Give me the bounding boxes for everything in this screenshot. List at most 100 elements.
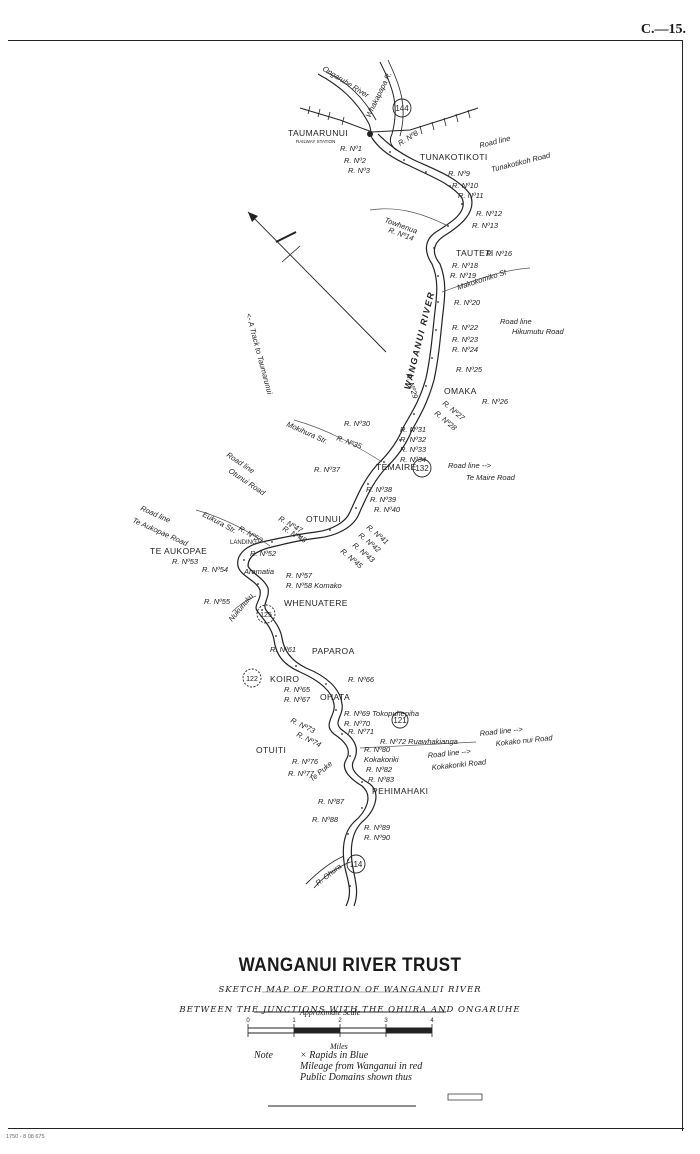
place-taumarunui: TAUMARUNUI — [288, 128, 348, 138]
rapid-12: R. Nº12 — [476, 209, 503, 218]
scale-tick-1: 1 — [292, 1018, 296, 1024]
ongaruhe-river-label: Ongaruhe River — [321, 64, 371, 100]
rapid-13: R. Nº13 — [472, 221, 499, 230]
nukunuku-stream — [231, 595, 257, 613]
print-reference: 1750 - 8 08 675 — [6, 1134, 45, 1140]
rapid-18: R. Nº18 — [452, 261, 479, 270]
mileage-114: 114 — [350, 860, 363, 869]
rapid-22: R. Nº22 — [452, 323, 479, 332]
legend-note: Note × Rapids in Blue Mileage from Wanga… — [254, 1050, 422, 1083]
north-arrow — [247, 211, 387, 353]
rapid-52: R. Nº52 — [250, 549, 277, 558]
mileage-132: 132 — [415, 464, 429, 473]
rapid-88: R. Nº88 — [312, 815, 339, 824]
road-kokako — [359, 741, 477, 749]
road-kokakoriki-line: Road line --> — [427, 746, 471, 760]
rapid-53: R. Nº53 — [172, 557, 199, 566]
rapid-77: R. Nº77 — [288, 769, 315, 778]
road-hikumutu-line: Road line — [500, 317, 532, 326]
road-temaire-name: Te Maire Road — [466, 473, 516, 482]
rapid-32: R. Nº32 — [400, 435, 427, 444]
rapid-55: R. Nº55 — [204, 597, 231, 606]
note-line-mileage: Mileage from Wanganui in red — [300, 1061, 423, 1072]
rapid-2: R. Nº2 — [344, 156, 367, 165]
map-frame — [8, 40, 683, 1131]
place-temaire: TEMAIRE — [376, 462, 417, 472]
map-subtitle-1: SKETCH MAP OF PORTION OF WANGANUI RIVER — [218, 985, 482, 995]
rapid-89: R. Nº89 — [364, 823, 391, 832]
title-block: WANGANUI RIVER TRUST SKETCH MAP OF PORTI… — [140, 955, 560, 1015]
note-label: Note — [254, 1050, 273, 1061]
wanganui-river-bank-west — [237, 137, 464, 907]
place-omaka: OMAKA — [444, 386, 477, 396]
mileage-125: 125 — [260, 612, 272, 619]
rapid-66: R. Nº66 — [348, 675, 375, 684]
place-te-aukopae: TE AUKOPAE — [150, 546, 207, 556]
road-tunakotikoti-name: Tunakotikoh Road — [490, 150, 552, 174]
rapid-67: R. Nº67 — [284, 695, 311, 704]
rapid-80-kokakoriki: Kokakoriki — [364, 755, 399, 764]
road-tunakotikoti-line: Road line — [478, 134, 511, 150]
mokihua-stream — [293, 419, 383, 463]
stream-euhura: Eukura Str. — [201, 510, 238, 535]
track-to-taumarunui: <- A Track to Taumarunui — [244, 312, 274, 395]
stream-aramatia: Aramatia — [243, 567, 274, 576]
rapid-37: R. Nº37 — [314, 465, 341, 474]
railway-line — [299, 107, 479, 133]
place-whenuatere: WHENUATERE — [284, 598, 348, 608]
rapid-24: R. Nº24 — [452, 345, 478, 354]
rapid-1: R. Nº1 — [340, 144, 362, 153]
makokomiko-stream — [441, 267, 531, 293]
rapid-30: R. Nº30 — [344, 419, 371, 428]
rapid-65: R. Nº65 — [284, 685, 311, 694]
place-tunakotikoti: TUNAKOTIKOTI — [420, 152, 488, 162]
scale-tick-2: 2 — [338, 1018, 342, 1024]
road-hikumutu-name: Hikumutu Road — [512, 327, 565, 336]
rapid-25: R. Nº25 — [456, 365, 483, 374]
rapid-20: R. Nº20 — [454, 298, 481, 307]
map-title: WANGANUI RIVER TRUST — [238, 955, 462, 976]
rapid-61: R. Nº61 — [270, 645, 296, 654]
rapid-54: R. Nº54 — [202, 565, 228, 574]
rapid-80: R. Nº80 — [364, 745, 391, 754]
road-temaire-line: Road line --> — [448, 461, 492, 470]
ohura-river-label: R. Ohura — [314, 862, 344, 888]
rapid-10: R. Nº10 — [452, 181, 479, 190]
rapid-39: R. Nº39 — [370, 495, 397, 504]
rapid-38: R. Nº38 — [366, 485, 393, 494]
public-domain-symbol — [447, 1093, 483, 1101]
place-otunui: OTUNUI — [306, 514, 341, 524]
mileage-121: 121 — [393, 716, 407, 725]
stream-nukunuku: Nukunuku — [227, 591, 256, 623]
scale-unit: Miles — [330, 1042, 348, 1051]
place-pehimahaki: PEHIMAHAKI — [372, 786, 428, 796]
rapid-16: R. Nº16 — [486, 249, 513, 258]
place-taumarunui-station: RAILWAY STATION — [296, 139, 335, 144]
mileage-122: 122 — [246, 676, 258, 683]
scale-caption: Approximate Scale — [300, 1008, 361, 1017]
rapid-70: R. Nº70 — [344, 719, 371, 728]
place-otuiti: OTUITI — [256, 745, 286, 755]
rapid-90: R. Nº90 — [364, 833, 391, 842]
rapid-71: R. Nº71 — [348, 727, 374, 736]
note-line-public-domain: Public Domains shown thus — [300, 1072, 412, 1083]
rapids-markers — [243, 151, 463, 887]
scale-tick-0: 0 — [246, 1018, 250, 1024]
rapid-3: R. Nº3 — [348, 166, 371, 175]
stream-mokihua: Mokihura Str. — [285, 420, 329, 446]
towhenua-stream — [369, 208, 449, 227]
rapid-72: R. Nº72 Ruawhakianga — [380, 737, 458, 746]
rapid-9: R. Nº9 — [448, 169, 471, 178]
map-frame-bottom — [8, 1128, 684, 1129]
rapid-87: R. Nº87 — [318, 797, 345, 806]
place-paparoa: PAPAROA — [312, 646, 355, 656]
rapid-58: R. Nº58 Komako — [286, 581, 342, 590]
rapid-57: R. Nº57 — [286, 571, 313, 580]
scale-tick-4: 4 — [430, 1018, 434, 1024]
mileage-markers — [242, 98, 432, 874]
rapid-31: R. Nº31 — [400, 425, 426, 434]
ohura-stream — [305, 855, 345, 885]
place-landing: LANDING — [230, 540, 257, 546]
place-ohata: OHATA — [320, 692, 350, 702]
